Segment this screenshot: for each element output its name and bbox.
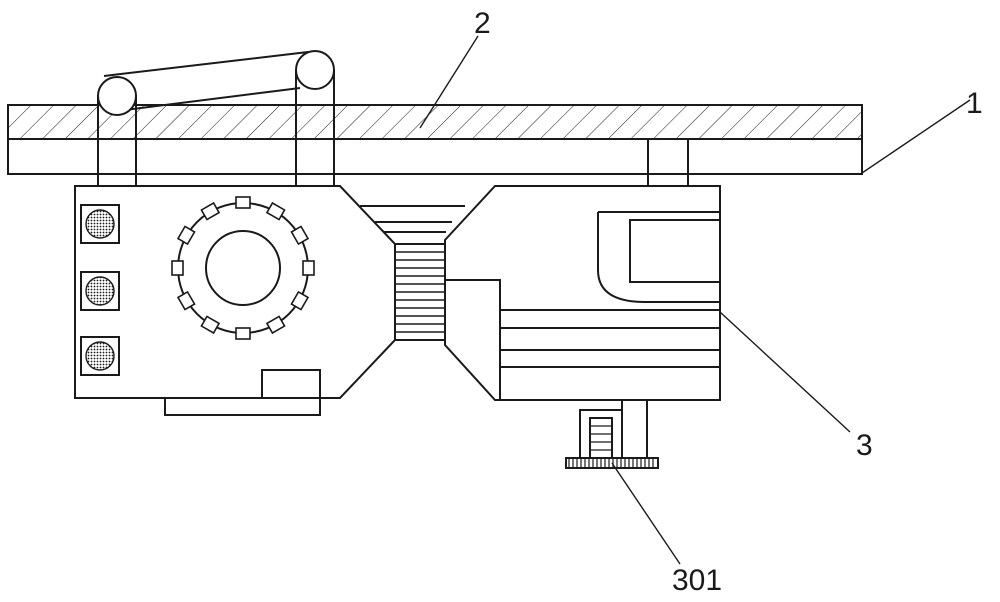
gear-tooth — [176, 225, 196, 246]
gear-tooth — [290, 225, 310, 246]
carriage-body — [444, 185, 721, 401]
gear-tooth — [265, 315, 286, 335]
label-gear: 301 — [672, 564, 722, 597]
gear-tooth — [290, 290, 310, 311]
housing-foot-step — [261, 369, 321, 398]
mesh-button-icon — [85, 341, 115, 371]
cover-window — [629, 219, 721, 283]
toothed-gear-icon — [171, 196, 315, 340]
pinion-assembly — [565, 399, 659, 469]
guide-rungs — [590, 425, 612, 451]
motor-cover — [597, 211, 720, 303]
left-housing — [74, 185, 396, 416]
belt-drive — [97, 50, 335, 186]
shaft-guide-inner — [589, 417, 613, 459]
drive-shaft — [621, 399, 648, 459]
rail — [7, 104, 863, 175]
gear-tooth — [200, 315, 221, 335]
rail-base-layer — [7, 138, 863, 175]
mesh-button-icon — [85, 276, 115, 306]
pinion-teeth — [568, 458, 654, 468]
gear-tooth — [176, 290, 196, 311]
housing-foot — [164, 397, 321, 416]
leader-line — [719, 311, 851, 433]
gear-tooth — [171, 260, 184, 276]
drive-belt — [124, 87, 301, 111]
gear-tooth — [200, 201, 221, 221]
gear-teeth — [171, 196, 315, 340]
right-pulley — [295, 50, 335, 90]
gear-tooth — [302, 260, 315, 276]
gear-hub — [205, 230, 281, 306]
gear-tooth — [235, 196, 251, 209]
left-pulley — [97, 76, 137, 116]
leader-line — [611, 462, 681, 565]
reference-labels: 1 2 3 301 — [419, 7, 983, 597]
label-rail-layer: 2 — [474, 7, 491, 40]
label-carriage: 3 — [856, 429, 873, 462]
rail-hatched-layer — [7, 104, 863, 140]
label-rail: 1 — [966, 87, 983, 120]
drive-belt — [103, 51, 309, 77]
gear-tooth — [265, 201, 286, 221]
gear-tooth — [235, 327, 251, 340]
carriage — [444, 185, 721, 401]
leader-line — [419, 35, 479, 129]
mesh-button-icon — [85, 209, 115, 239]
right-support-post — [647, 138, 689, 187]
leader-line — [861, 99, 971, 174]
motor-inner-box — [445, 279, 501, 400]
bellows-ribs — [395, 251, 445, 333]
bellows-coupling — [360, 205, 465, 341]
